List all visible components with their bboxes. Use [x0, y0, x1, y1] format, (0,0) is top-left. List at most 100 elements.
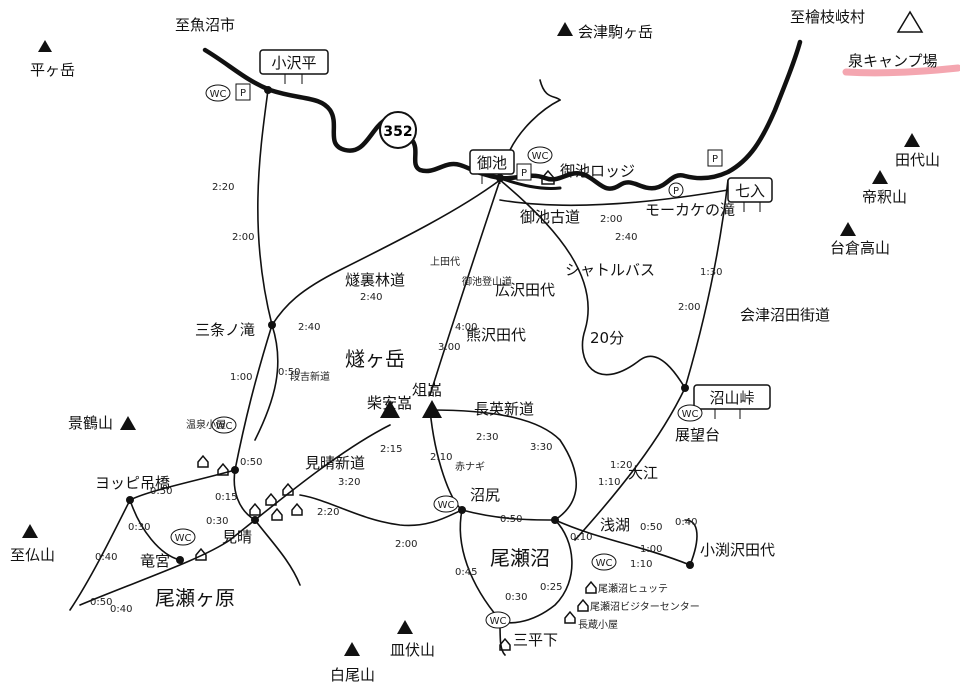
parking-icon: P — [668, 182, 684, 198]
svg-text:0:40: 0:40 — [675, 517, 697, 528]
svg-text:P: P — [240, 88, 246, 99]
svg-text:2:30: 2:30 — [476, 432, 498, 443]
svg-text:0:50: 0:50 — [150, 486, 172, 497]
wc-icon: WC — [205, 84, 231, 102]
svg-text:0:15: 0:15 — [215, 492, 237, 503]
svg-text:2:10: 2:10 — [430, 452, 452, 463]
svg-text:WC: WC — [438, 500, 455, 511]
svg-text:2:00: 2:00 — [395, 539, 417, 550]
trail-dandaikoshindo: 段吉新道 — [290, 370, 330, 383]
sign-nanairi: 七入 — [727, 177, 773, 212]
place-ryugu: 竜宮 — [140, 552, 170, 570]
svg-text:WC: WC — [532, 151, 549, 162]
road-to-miike-lodge — [498, 176, 562, 190]
mountain-icons — [22, 10, 924, 656]
hut-icon — [265, 492, 277, 506]
hut-icon — [564, 610, 576, 624]
hut-icon — [499, 637, 511, 651]
sign-miike: 御池 — [469, 149, 515, 184]
svg-text:2:00: 2:00 — [678, 302, 700, 313]
shuttle-bus-time: 20分 — [590, 329, 624, 347]
svg-text:2:00: 2:00 — [600, 214, 622, 225]
parking-icon: P — [707, 149, 723, 167]
place-kumazawatashiro: 熊沢田代 — [466, 326, 526, 344]
tent-icon — [896, 10, 924, 33]
mountain-keizurusan: 景鶴山 — [68, 414, 113, 432]
place-numajiri: 沼尻 — [470, 486, 500, 504]
place-sanjonotaki: 三条ノ滝 — [195, 321, 255, 339]
hut-icon — [195, 547, 207, 561]
mountain-icon — [22, 524, 38, 538]
svg-text:小沢平: 小沢平 — [271, 54, 316, 72]
wc-icon: WC — [677, 404, 703, 422]
svg-text:2:40: 2:40 — [615, 232, 637, 243]
svg-text:2:20: 2:20 — [212, 182, 234, 193]
svg-text:3:00: 3:00 — [438, 342, 460, 353]
mountain-chibusan: 皿伏山 — [390, 641, 435, 659]
hut-icon — [249, 502, 261, 516]
svg-text:352: 352 — [383, 124, 412, 140]
svg-text:七入: 七入 — [735, 182, 765, 200]
place-ozenuma: 尾瀬沼 — [490, 546, 550, 570]
mountain-shibutsusan: 至仏山 — [10, 546, 55, 564]
mountain-daikurasan: 台倉高山 — [830, 239, 890, 257]
svg-text:0:30: 0:30 — [128, 522, 150, 533]
wc-icon: WC — [170, 528, 196, 546]
direction-hinoemata: 至檜枝岐村 — [790, 8, 865, 26]
svg-text:沼山峠: 沼山峠 — [709, 389, 754, 407]
mountain-tashirosan: 田代山 — [895, 151, 940, 169]
mountain-icon — [872, 170, 888, 184]
hut-icon — [217, 462, 229, 476]
svg-text:P: P — [521, 168, 527, 179]
svg-text:P: P — [673, 186, 679, 197]
wc-icon: WC — [485, 611, 511, 629]
wc-icon: WC — [527, 146, 553, 164]
svg-text:WC: WC — [175, 533, 192, 544]
mountain-icon — [344, 642, 360, 656]
mountain-icon — [380, 400, 400, 418]
hut-icons — [195, 169, 597, 651]
place-sanpeishita: 三平下 — [513, 631, 558, 649]
svg-text:2:15: 2:15 — [380, 444, 402, 455]
trail-choei-shindo: 長英新道 — [474, 400, 534, 418]
wc-icon: WC — [591, 553, 617, 571]
svg-text:0:45: 0:45 — [455, 567, 477, 578]
mountain-hiuchigatake: 燧ヶ岳 — [345, 347, 405, 371]
trail-aizu-numata-kaido: 会津沼田街道 — [740, 306, 830, 324]
svg-text:WC: WC — [596, 558, 613, 569]
hut-icon — [585, 580, 597, 594]
trail-asagaomichi: 浅湖 — [600, 516, 630, 534]
svg-text:御池: 御池 — [477, 154, 507, 172]
svg-text:2:00: 2:00 — [232, 232, 254, 243]
trail-shuttle-bus: シャトルバス — [565, 261, 655, 279]
amenity-markers: WC P WC P P P WC WC WC WC WC WC — [170, 83, 723, 629]
place-ozegahara: 尾瀬ヶ原 — [155, 586, 235, 610]
svg-text:3:20: 3:20 — [338, 477, 360, 488]
trail-kamitashiro: 上田代 — [430, 256, 460, 268]
trail-okue: 大江 — [628, 464, 658, 482]
direction-uonuma: 至魚沼市 — [175, 16, 235, 34]
place-tenbodai: 展望台 — [675, 426, 720, 444]
svg-text:WC: WC — [216, 421, 233, 432]
map-labels: 至魚沼市 至檜枝岐村 泉キャンプ場 平ヶ岳 会津駒ヶ岳 田代山 帝釈山 台倉高山… — [10, 8, 940, 684]
trail-akanagi: 赤ナギ — [455, 461, 485, 473]
trail-miike-tozando: 御池登山道 — [462, 275, 512, 288]
peak-shibayasugura: 柴安嵓 — [367, 394, 412, 412]
svg-text:2:40: 2:40 — [298, 322, 320, 333]
svg-text:0:30: 0:30 — [206, 516, 228, 527]
svg-text:1:00: 1:00 — [230, 372, 252, 383]
svg-text:0:40: 0:40 — [95, 552, 117, 563]
mountain-icon — [120, 416, 136, 430]
svg-text:1:00: 1:00 — [640, 544, 662, 555]
peak-managura: 俎嵓 — [412, 381, 442, 399]
mountain-icon — [38, 40, 52, 52]
hut-icon — [271, 507, 283, 521]
place-ozenuma-visitor-center: 尾瀬沼ビジターセンター — [590, 600, 700, 613]
place-yoppitsuribashi: ヨッピ吊橋 — [95, 474, 170, 492]
mountain-icon — [904, 133, 920, 147]
place-hirosawatashiro: 広沢田代 — [495, 281, 555, 299]
mountain-hiragatake: 平ヶ岳 — [30, 61, 75, 79]
hut-icon — [541, 169, 555, 185]
place-miike-lodge: 御池ロッジ — [560, 162, 635, 180]
